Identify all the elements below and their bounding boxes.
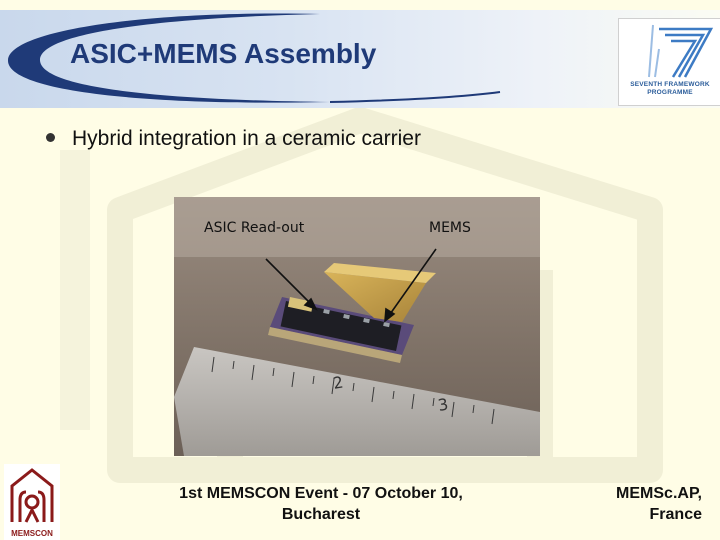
footer-event: 1st MEMSCON Event - 07 October 10, Bucha… [150, 483, 492, 525]
mems-label: MEMS [429, 220, 471, 236]
photo-drawing: 2 3 [174, 197, 540, 456]
svg-text:2: 2 [331, 372, 344, 392]
footer-event-line1: 1st MEMSCON Event - 07 October 10, [179, 485, 463, 502]
fp7-logo: SEVENTH FRAMEWORK PROGRAMME [618, 18, 720, 106]
slide-title: ASIC+MEMS Assembly [70, 38, 377, 69]
assembly-photo: 2 3 ASIC Read-out [174, 197, 540, 456]
svg-text:3: 3 [436, 394, 449, 414]
footer-org-line2: France [649, 506, 702, 523]
footer-event-line2: Bucharest [281, 506, 361, 523]
fp7-line2: PROGRAMME [647, 89, 693, 96]
fp7-seven-icon [648, 24, 714, 78]
memscon-logo-text: MEMSCON [11, 529, 53, 538]
footer-org: MEMSc.AP, France [560, 483, 702, 525]
asic-label: ASIC Read-out [204, 220, 305, 236]
header-swoosh [7, 13, 501, 103]
bullet-text: Hybrid integration in a ceramic carrier [72, 127, 421, 150]
bullet-dot-icon [46, 133, 55, 142]
fp7-caption: SEVENTH FRAMEWORK PROGRAMME [623, 81, 717, 97]
memscon-logo: MEMSCON [4, 464, 60, 540]
fp7-line1: SEVENTH FRAMEWORK [630, 81, 710, 88]
footer-org-line1: MEMSc.AP, [616, 485, 702, 502]
